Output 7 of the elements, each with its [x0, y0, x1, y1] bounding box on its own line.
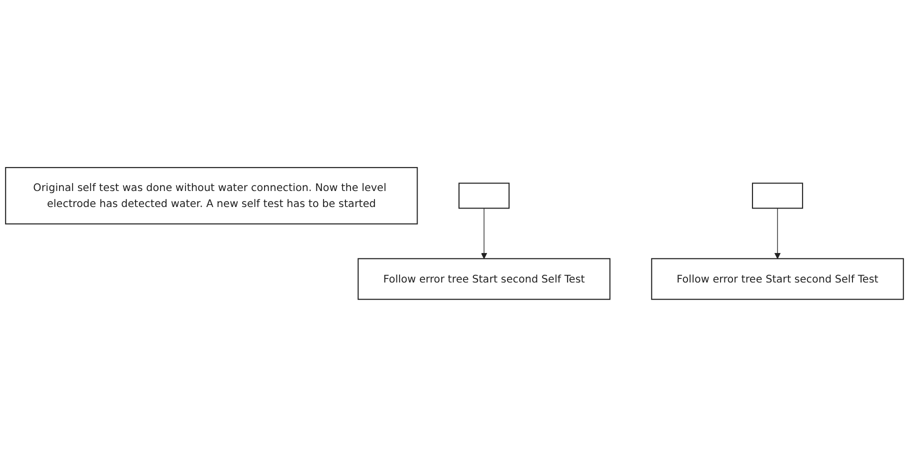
arrow — [480, 207, 488, 258]
node-box — [752, 182, 804, 208]
arrow — [774, 207, 781, 258]
node-box — [458, 182, 510, 208]
node-box: Original self test was done without water connection. Now the level electrode has detected water. A new self test has to be started — [5, 166, 418, 224]
node-box: Follow error tree Start second Self Test — [358, 258, 610, 300]
node-box: Follow error tree Start second Self Test — [651, 258, 904, 300]
